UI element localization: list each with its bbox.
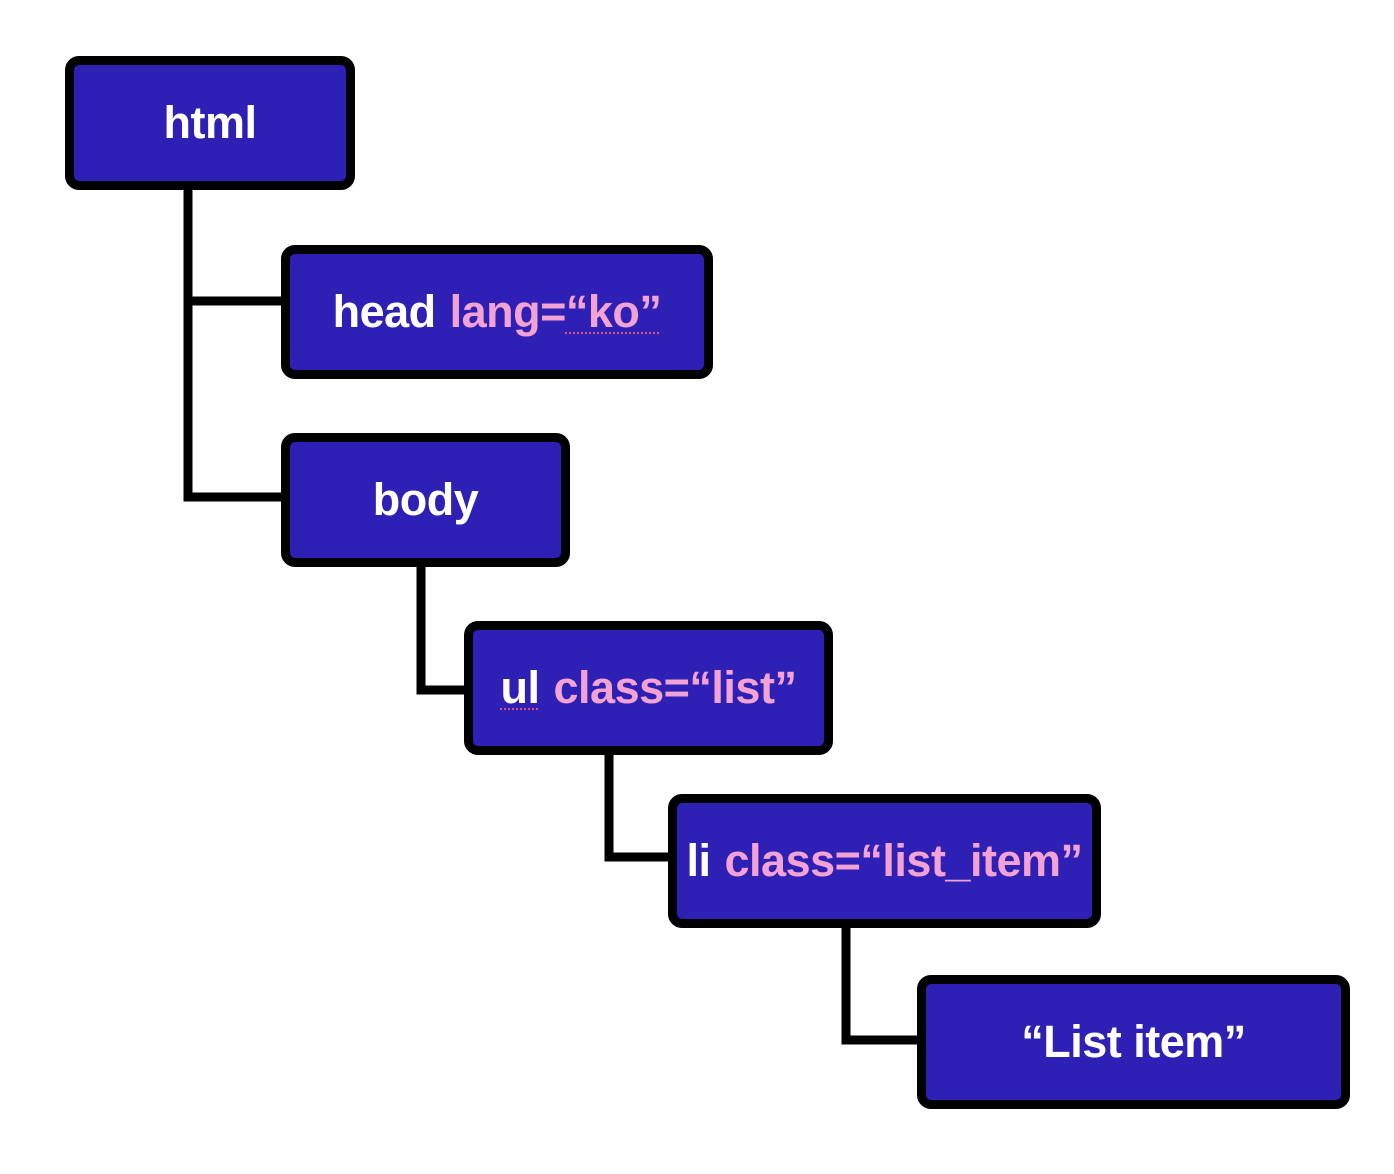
edge-body-ul — [416, 562, 473, 695]
node-html: html — [65, 56, 355, 190]
node-body-tag: body — [372, 474, 479, 525]
node-ul-tag: ul — [500, 662, 541, 713]
node-li-attr-name: class= — [724, 835, 861, 886]
node-text-content: “List item” — [1021, 1016, 1246, 1067]
edge-ul-li — [604, 750, 677, 862]
edge-li-text — [841, 923, 926, 1045]
node-li-attribute: class=“list_item” — [725, 835, 1083, 887]
node-html-tag: html — [163, 97, 258, 148]
node-head: head lang=“ko” — [281, 245, 713, 379]
node-ul: ul class=“list” — [464, 621, 833, 755]
edge-html-head — [183, 185, 290, 306]
node-body: body — [281, 433, 570, 567]
node-head-attribute: lang=“ko” — [450, 286, 662, 338]
node-head-attr-name: lang= — [449, 286, 567, 337]
node-ul-attribute: class=“list” — [554, 662, 797, 714]
node-ul-attr-name: class= — [553, 662, 690, 713]
node-head-tag: head — [332, 286, 437, 337]
node-li: li class=“list_item” — [668, 794, 1101, 928]
node-ul-attr-value: “list” — [689, 662, 797, 713]
node-text: “List item” — [917, 975, 1350, 1109]
node-li-attr-value: “list_item” — [860, 835, 1083, 886]
edge-html-body — [183, 296, 290, 502]
node-head-attr-value: “ko” — [565, 286, 662, 337]
node-li-tag: li — [686, 835, 712, 886]
